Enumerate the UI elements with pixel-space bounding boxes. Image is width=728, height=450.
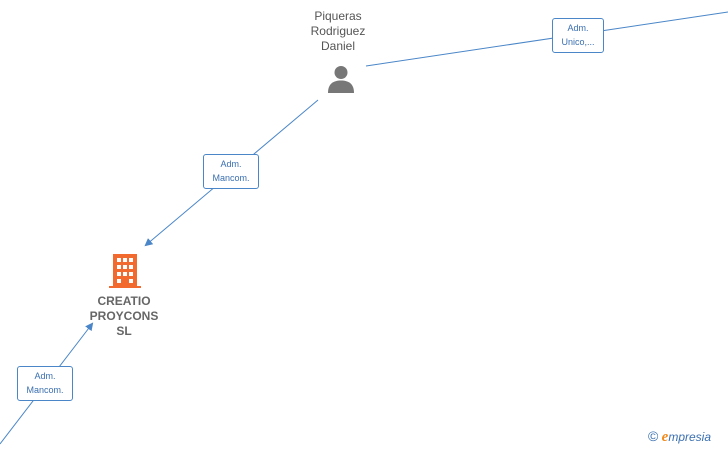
company-node-label[interactable]: CREATIO PROYCONS SL <box>78 294 170 339</box>
edge-label-line: Mancom. <box>26 385 64 395</box>
brand-logo-e: e <box>661 429 669 445</box>
person-name-line: Rodriguez <box>310 24 366 38</box>
company-name-line: CREATIO <box>97 294 151 308</box>
empresia-watermark: © empresia <box>648 428 711 446</box>
company-name-line: SL <box>116 324 132 338</box>
person-name-line: Piqueras <box>314 9 362 23</box>
building-icon[interactable] <box>109 254 141 288</box>
edge-label-line: Mancom. <box>212 173 250 183</box>
edge-label-adm-mancom-lower[interactable]: Adm. Mancom. <box>17 366 73 401</box>
edge-label-line: Adm. <box>567 23 589 33</box>
edge-label-line: Unico,... <box>561 37 595 47</box>
company-name-line: PROYCONS <box>89 309 159 323</box>
person-node-label[interactable]: Piqueras Rodriguez Daniel <box>298 9 378 54</box>
copyright-icon: © <box>648 428 659 444</box>
edge-label-line: Adm. <box>34 371 56 381</box>
edge-label-line: Adm. <box>220 159 242 169</box>
brand-name: mpresia <box>668 430 712 444</box>
person-icon[interactable] <box>326 64 356 94</box>
edge-label-adm-mancom[interactable]: Adm. Mancom. <box>203 154 259 189</box>
edge-line-person-to-offscreen <box>365 11 728 67</box>
edge-label-adm-unico[interactable]: Adm. Unico,... <box>552 18 604 53</box>
person-name-line: Daniel <box>320 39 356 53</box>
